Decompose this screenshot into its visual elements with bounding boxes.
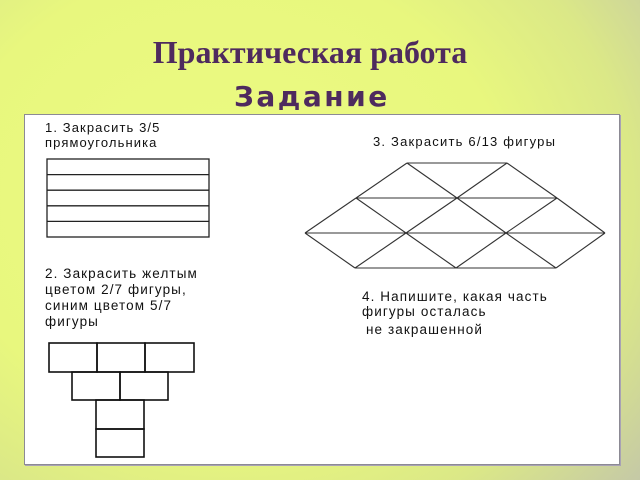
hexagon-edge (354, 232, 407, 269)
hexagon-edge (505, 197, 558, 234)
task-2-line-3: синим цветом 5/7 (45, 298, 173, 313)
hexagon-edge (555, 232, 606, 269)
pyramid-figure (48, 342, 195, 458)
task-4-line-2: фигуры осталась (362, 304, 487, 319)
task-3-text: 3. Закрасить 6/13 фигуры (373, 134, 556, 149)
rectangle-outline (46, 158, 210, 238)
figures-canvas (46, 158, 606, 458)
pyramid-cell (96, 342, 146, 373)
page-subtitle: Задание (234, 80, 390, 113)
hexagon-edge (556, 197, 606, 234)
task-4-line-1: 4. Напишите, какая часть (362, 289, 548, 304)
pyramid-cell (119, 371, 169, 401)
hexagon-edge (355, 197, 407, 234)
hexagon-edge (304, 232, 356, 269)
hexagon-edge (505, 232, 557, 269)
page-title: Практическая работа (0, 34, 640, 71)
task-4-line-3: не закрашенной (366, 322, 484, 337)
hexagon-edge (506, 162, 558, 199)
hexagon-edge (406, 162, 458, 199)
task-1-line-2: прямоугольника (45, 135, 158, 150)
hexagon-edge (456, 162, 508, 199)
task-2-text: 2. Закрасить желтым цветом 2/7 фигуры, с… (45, 266, 198, 330)
pyramid-cell (95, 428, 145, 458)
pyramid-cell (71, 371, 121, 401)
task-2-line-4: фигуры (45, 314, 99, 329)
hexagon-figure (304, 162, 606, 269)
hexagon-edge (405, 197, 458, 234)
task-3-line-1: 3. Закрасить 6/13 фигуры (373, 134, 557, 149)
hexagon-edge (304, 197, 357, 234)
hexagon-edge (355, 162, 408, 199)
task-4-text: 4. Напишите, какая часть фигуры осталась… (362, 289, 548, 337)
task-1-text: 1. Закрасить 3/5 прямоугольника (45, 120, 160, 150)
rectangle-figure (46, 158, 210, 238)
hexagon-edge (456, 197, 507, 234)
hexagon-edge (455, 232, 507, 269)
hexagon-edge (405, 232, 457, 269)
task-2-line-2: цветом 2/7 фигуры, (45, 282, 187, 297)
pyramid-cell (48, 342, 98, 373)
task-1-line-1: 1. Закрасить 3/5 (45, 120, 161, 135)
task-card: 1. Закрасить 3/5 прямоугольника 2. Закра… (24, 114, 620, 465)
pyramid-cell (95, 399, 145, 430)
task-2-line-1: 2. Закрасить желтым (45, 266, 198, 281)
page-title-text: Практическая работа (152, 34, 468, 70)
pyramid-cell (144, 342, 195, 373)
